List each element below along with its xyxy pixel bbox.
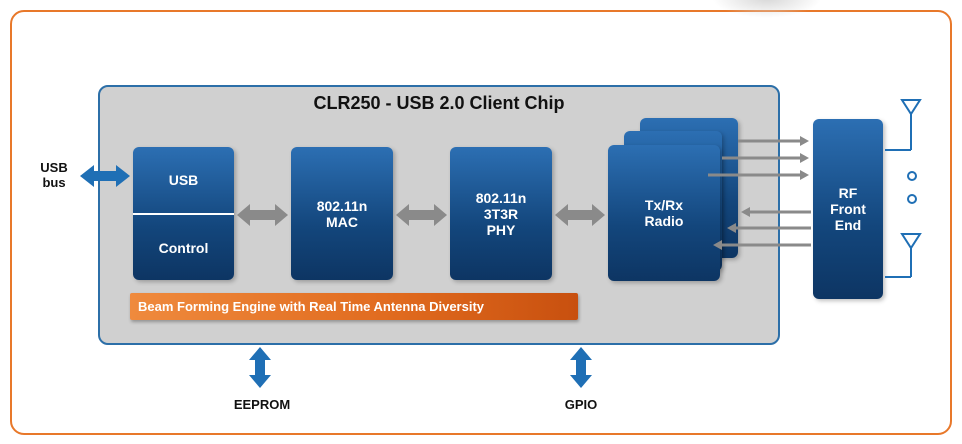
usb-divider <box>133 213 234 215</box>
chip-title: CLR250 - USB 2.0 Client Chip <box>313 93 565 113</box>
eeprom-double-arrow-icon <box>249 347 271 388</box>
tx-arrows <box>708 136 809 180</box>
gpio-double-arrow-icon <box>570 347 592 388</box>
mac-block: 802.11n MAC <box>291 147 393 280</box>
beam-forming-bar: Beam Forming Engine with Real Time Anten… <box>130 293 578 320</box>
radio-block: Tx/Rx Radio <box>608 145 720 281</box>
ellipsis-dot <box>907 171 917 181</box>
antenna-icon <box>885 233 922 278</box>
phy-block: 802.11n 3T3R PHY <box>450 147 552 280</box>
decorative-glow <box>712 0 822 18</box>
rx-arrows <box>713 207 811 250</box>
antenna-icon <box>885 99 922 151</box>
usb-label: USB <box>168 172 199 188</box>
usb-bus-double-arrow-icon <box>80 165 130 187</box>
usb-bus-label: USB bus <box>40 160 68 190</box>
gpio-label: GPIO <box>564 397 598 412</box>
rf-front-end-block: RF Front End <box>813 119 883 299</box>
usb-mac-double-arrow-icon <box>237 204 288 226</box>
usb-control-block: USB Control <box>133 147 234 280</box>
phy-radio-double-arrow-icon <box>555 204 605 226</box>
eeprom-label: EEPROM <box>233 397 291 412</box>
control-label: Control <box>158 239 209 256</box>
mac-phy-double-arrow-icon <box>396 204 447 226</box>
ellipsis-dot <box>907 194 917 204</box>
